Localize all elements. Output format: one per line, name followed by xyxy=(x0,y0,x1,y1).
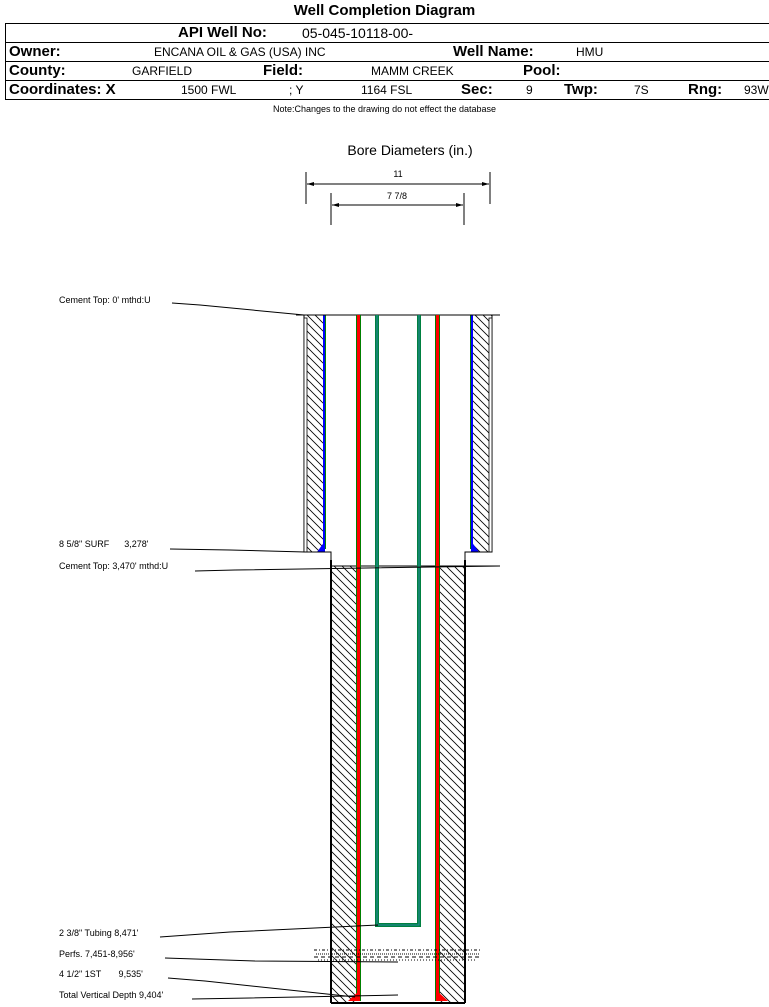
database-note: Note:Changes to the drawing do not effec… xyxy=(273,104,496,114)
bore-dimension-11: 11 xyxy=(305,169,491,204)
coordinates-row: Coordinates: X 1500 FWL ; Y 1164 FSL Sec… xyxy=(6,81,769,100)
surface-casing-label: 8 5/8" SURF 3,278' xyxy=(59,539,149,549)
tubing-inner-line xyxy=(376,315,420,926)
twp-label: Twp: xyxy=(564,81,598,98)
coordinates-label: Coordinates: X xyxy=(9,81,116,98)
leader-lines xyxy=(159,302,501,1000)
bore-dimension-label: 11 xyxy=(393,169,402,179)
casing-shoe-left xyxy=(304,551,332,566)
casing-shoe-right xyxy=(464,551,492,566)
sec-value: 9 xyxy=(526,83,533,97)
production-cement-right xyxy=(439,560,466,1003)
production-cement-left xyxy=(330,560,357,1003)
cement-top-production-label: Cement Top: 3,470' mthd:U xyxy=(59,561,169,571)
y-coordinate-value: 1164 FSL xyxy=(361,83,413,97)
owner-label: Owner: xyxy=(9,43,61,60)
perforations xyxy=(314,949,481,961)
surface-cement-right xyxy=(470,314,493,553)
owner-value: ENCANA OIL & GAS (USA) INC xyxy=(154,45,326,59)
well-name-label: Well Name: xyxy=(453,43,534,60)
y-coordinate-label: ; Y xyxy=(289,83,304,97)
field-label: Field: xyxy=(263,62,303,79)
cement-top-surface-label: Cement Top: 0' mthd:U xyxy=(59,295,151,305)
county-row: County: GARFIELD Field: MAMM CREEK Pool: xyxy=(6,62,769,81)
bore-dimension-label: 7 7/8 xyxy=(387,191,407,201)
total-depth-label: Total Vertical Depth 9,404' xyxy=(59,990,164,1000)
bore-dimension-7-7-8: 7 7/8 xyxy=(330,191,465,225)
pool-label: Pool: xyxy=(523,62,561,79)
rng-label: Rng: xyxy=(688,81,723,98)
rng-value: 93W xyxy=(744,83,769,97)
field-value: MAMM CREEK xyxy=(371,64,454,78)
perforations-label: Perfs. 7,451-8,956' xyxy=(59,949,135,959)
tubing-label: 2 3/8" Tubing 8,471' xyxy=(59,928,139,938)
production-casing-right xyxy=(435,315,448,1001)
bore-diameters-title: Bore Diameters (in.) xyxy=(347,142,472,158)
twp-value: 7S xyxy=(634,83,649,97)
well-info-table: API Well No: 05-045-10118-00- Owner: ENC… xyxy=(5,23,769,100)
well-name-value: HMU xyxy=(576,45,604,59)
tubing xyxy=(375,315,421,927)
page-title: Well Completion Diagram xyxy=(293,2,476,19)
surface-cement-left xyxy=(303,314,326,553)
owner-row: Owner: ENCANA OIL & GAS (USA) INC Well N… xyxy=(6,43,769,62)
county-label: County: xyxy=(9,62,66,79)
county-value: GARFIELD xyxy=(132,64,193,78)
x-coordinate-value: 1500 FWL xyxy=(181,83,237,97)
api-label: API Well No: xyxy=(178,24,267,41)
api-row: API Well No: 05-045-10118-00- xyxy=(6,24,769,43)
api-value: 05-045-10118-00- xyxy=(302,25,414,41)
production-casing-label: 4 1/2" 1ST 9,535' xyxy=(59,969,143,979)
sec-label: Sec: xyxy=(461,81,493,98)
